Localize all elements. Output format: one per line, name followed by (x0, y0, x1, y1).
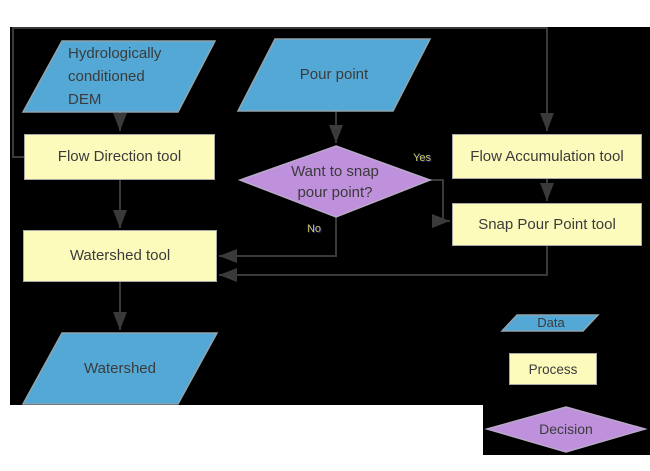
flow-accumulation-box (452, 134, 642, 179)
pour-point-parallelogram (236, 38, 432, 112)
legend-decision-diamond (484, 406, 648, 453)
edge-decision-no-to-watershed-tool (219, 217, 337, 263)
edge-label-yes-text: Yes (413, 152, 431, 164)
edge-decision-yes-to-snap-pour-point (430, 179, 450, 228)
edge-label-yes: Yes (403, 150, 441, 166)
watershed-parallelogram (21, 332, 219, 405)
watershed-tool-box (23, 230, 217, 282)
legend-process-box (509, 353, 597, 385)
legend-data-parallelogram (500, 314, 600, 332)
flow-direction-box (24, 134, 215, 180)
decision-diamond (237, 145, 433, 218)
edge-label-no: No (295, 221, 333, 237)
edge-label-no-text: No (306, 223, 322, 235)
edge-flow-direction-to-flow-accumulation (12, 27, 554, 158)
edge-snap-pour-point-to-watershed-tool (219, 246, 548, 282)
snap-pour-point-box (452, 203, 642, 246)
dem-parallelogram (21, 40, 217, 113)
